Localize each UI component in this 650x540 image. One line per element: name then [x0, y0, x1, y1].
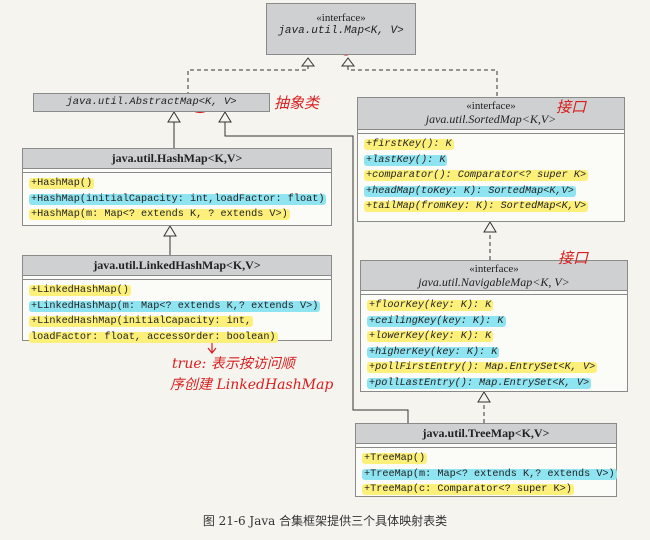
navigablemap-header: «interface» java.util.NavigableMap<K, V>	[361, 261, 627, 291]
sortedmap-op: +comparator(): Comparator<? super K>	[364, 170, 589, 181]
treemap-header: java.util.TreeMap<K,V>	[356, 424, 616, 444]
hashmap-op: +HashMap()	[29, 178, 95, 189]
treemap-op: +TreeMap(c: Comparator<? super K>)	[362, 484, 574, 495]
navigablemap-attr-section	[361, 291, 627, 295]
sortedmap-operations: +firstKey(): K +lastKey(): K +comparator…	[358, 134, 624, 217]
abstractmap-to-map-line	[187, 66, 309, 96]
linkedhashmap-op: loadFactor: float, accessOrder: boolean)	[29, 331, 278, 343]
abstractmap-box: java.util.AbstractMap<K, V>	[33, 93, 270, 112]
arrowhead-map-left	[301, 57, 315, 67]
linkedhashmap-op: +LinkedHashMap()	[29, 285, 131, 296]
arrowhead-abstractmap-left	[167, 111, 181, 123]
linkedhashmap-note-line2: 序创建 LinkedHashMap	[170, 377, 334, 393]
hashmap-operations: +HashMap() +HashMap(initialCapacity: int…	[23, 173, 331, 225]
navigablemap-name: java.util.NavigableMap<K, V>	[418, 275, 570, 289]
treemap-attr-section	[356, 444, 616, 448]
navigablemap-op: +lowerKey(key: K): K	[367, 331, 494, 342]
treemap-op: +TreeMap()	[362, 453, 428, 464]
navigablemap-op: +floorKey(key: K): K	[367, 300, 494, 311]
navigablemap-op: +pollLastEntry(): Map.EntrySet<K, V>	[367, 377, 592, 389]
map-stereotype: «interface»	[316, 12, 366, 24]
treemap-op: +TreeMap(m: Map<? extends K,? extends V>…	[362, 468, 617, 480]
treemap-to-abstractmap-line	[224, 122, 409, 423]
hashmap-op: +HashMap(m: Map<? extends K, ? extends V…	[29, 209, 290, 220]
sortedmap-stereotype: «interface»	[466, 100, 516, 112]
hashmap-box: java.util.HashMap<K,V> +HashMap() +HashM…	[22, 148, 332, 226]
linkedhashmap-attr-section	[23, 276, 331, 280]
sortedmap-op: +tailMap(fromKey: K): SortedMap<K,V>	[364, 201, 589, 212]
linkedhashmap-note-line1: true: 表示按访问顺	[172, 356, 295, 372]
navigablemap-op: +pollFirstEntry(): Map.EntrySet<K, V>	[367, 362, 598, 373]
annotation-arrowhead	[207, 347, 217, 354]
linkedhashmap-header: java.util.LinkedHashMap<K,V>	[23, 256, 331, 276]
navigablemap-op: +higherKey(key: K): K	[367, 346, 500, 358]
sortedmap-op: +lastKey(): K	[364, 154, 448, 166]
arrowhead-sortedmap	[483, 221, 497, 233]
sortedmap-name: java.util.SortedMap<K,V>	[425, 112, 557, 126]
sortedmap-note: 接口	[556, 98, 587, 116]
arrowhead-map-right	[341, 57, 355, 67]
arrowhead-abstractmap-right	[218, 111, 232, 123]
navigablemap-box: «interface» java.util.NavigableMap<K, V>…	[360, 260, 628, 392]
abstractmap-note: 抽象类	[274, 94, 320, 112]
sortedmap-to-map-line	[347, 66, 498, 103]
navigablemap-operations: +floorKey(key: K): K +ceilingKey(key: K)…	[361, 295, 627, 393]
arrowhead-navigablemap	[477, 391, 491, 403]
linkedhashmap-op: +LinkedHashMap(m: Map<? extends K,? exte…	[29, 300, 321, 312]
linkedhashmap-op: +LinkedHashMap(initialCapacity: int,	[29, 316, 254, 327]
treemap-operations: +TreeMap() +TreeMap(m: Map<? extends K,?…	[356, 448, 617, 500]
sortedmap-op: +firstKey(): K	[364, 139, 454, 150]
navigablemap-note: 接口	[558, 249, 589, 267]
sortedmap-header: «interface» java.util.SortedMap<K,V>	[358, 98, 624, 130]
navigablemap-stereotype: «interface»	[469, 263, 519, 275]
hashmap-name: java.util.HashMap<K,V>	[111, 151, 243, 165]
hashmap-header: java.util.HashMap<K,V>	[23, 149, 331, 169]
linkedhashmap-operations: +LinkedHashMap() +LinkedHashMap(m: Map<?…	[23, 280, 331, 347]
navigablemap-op: +ceilingKey(key: K): K	[367, 315, 506, 327]
linkedhashmap-name: java.util.LinkedHashMap<K,V>	[93, 258, 261, 272]
hashmap-op: +HashMap(initialCapacity: int,loadFactor…	[29, 193, 327, 205]
abstractmap-header: java.util.AbstractMap<K, V>	[34, 94, 269, 111]
sortedmap-op: +headMap(toKey: K): SortedMap<K,V>	[364, 185, 576, 197]
map-interface-header: «interface» java.util.Map<K, V>	[267, 4, 415, 54]
arrowhead-hashmap	[163, 225, 177, 237]
map-interface-box: «interface» java.util.Map<K, V>	[266, 3, 416, 55]
treemap-name: java.util.TreeMap<K,V>	[422, 426, 550, 440]
map-name: java.util.Map<K, V>	[278, 25, 404, 37]
abstractmap-name: java.util.AbstractMap<K, V>	[66, 96, 237, 108]
treemap-box: java.util.TreeMap<K,V> +TreeMap() +TreeM…	[355, 423, 617, 497]
figure-caption: 图 21-6 Java 合集框架提供三个具体映射表类	[202, 514, 448, 528]
sortedmap-box: «interface» java.util.SortedMap<K,V> +fi…	[357, 97, 625, 222]
sortedmap-attr-section	[358, 130, 624, 134]
hashmap-attr-section	[23, 169, 331, 173]
linkedhashmap-box: java.util.LinkedHashMap<K,V> +LinkedHash…	[22, 255, 332, 343]
